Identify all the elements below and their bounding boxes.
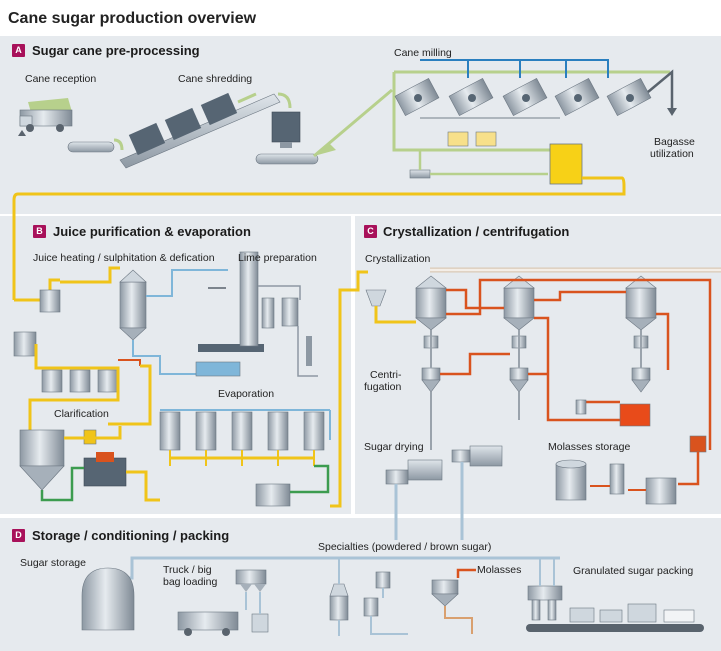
section-b-title: Juice purification & evaporation xyxy=(53,224,251,239)
label-clarification: Clarification xyxy=(54,408,109,420)
label-bagasse: Bagasse xyxy=(654,136,695,148)
seed-hopper xyxy=(365,289,416,324)
section-d-badge: D xyxy=(12,529,25,542)
section-b-badge: B xyxy=(33,225,46,238)
green-feed-line xyxy=(313,88,393,158)
shredder-icon xyxy=(271,111,301,148)
sulphitation-tower xyxy=(119,269,147,341)
raw-juice-tank xyxy=(549,143,583,185)
defication-tanks xyxy=(13,331,119,393)
label-truck-1: Truck / big xyxy=(163,564,212,576)
label-granulated-packing: Granulated sugar packing xyxy=(573,565,694,577)
label-cane-shredding: Cane shredding xyxy=(178,73,253,85)
juice-line-b2 xyxy=(60,266,120,284)
truck-loading xyxy=(177,569,269,636)
molasses-tank-red xyxy=(619,403,651,427)
molasses-storage-tanks xyxy=(555,459,677,505)
label-sugar-drying: Sugar drying xyxy=(364,441,424,453)
raw-juice-line xyxy=(12,176,626,300)
evaporator-train xyxy=(159,409,331,466)
molasses-recycle-2 xyxy=(446,278,712,450)
label-cane-reception: Cane reception xyxy=(25,73,97,85)
page-title: Cane sugar production overview xyxy=(8,10,257,27)
label-specialties: Specialties (powdered / brown sugar) xyxy=(318,541,492,553)
label-juice-heating: Juice heating / sulphitation & deficatio… xyxy=(33,252,215,264)
label-sugar-storage: Sugar storage xyxy=(20,557,86,569)
sugar-dryers xyxy=(385,445,503,485)
label-truck-2: bag loading xyxy=(163,576,218,588)
mill-feed-conveyor xyxy=(255,153,319,165)
label-molasses-storage: Molasses storage xyxy=(548,441,631,453)
panel-a xyxy=(0,36,721,214)
molasses-recycle-1 xyxy=(446,288,626,310)
packing-line xyxy=(526,558,704,632)
shredding-conveyor xyxy=(119,92,292,169)
sugar-silo xyxy=(81,567,135,631)
label-centrifugation-2: fugation xyxy=(364,381,402,393)
section-c-title: Crystallization / centrifugation xyxy=(383,224,570,239)
label-bagasse-utilization: utilization xyxy=(650,148,694,160)
syrup-tank xyxy=(255,483,291,507)
label-centrifugation-1: Centri- xyxy=(370,369,402,381)
specialty-mills xyxy=(329,558,408,636)
label-molasses: Molasses xyxy=(477,564,522,576)
arrow-to-shredder xyxy=(113,138,124,151)
vacuum-pans xyxy=(415,267,721,331)
cane-mill-tandem xyxy=(392,59,677,179)
brown-sugar-mixer xyxy=(431,568,476,634)
section-d-title: Storage / conditioning / packing xyxy=(32,528,230,543)
lime-tank xyxy=(195,361,241,377)
water-line-b xyxy=(146,269,228,297)
mud-line xyxy=(40,466,84,502)
sugar-to-storage xyxy=(394,462,464,540)
section-a-badge: A xyxy=(12,44,25,57)
syrup-to-crystallization xyxy=(330,270,368,508)
reception-conveyor xyxy=(67,141,115,153)
label-lime-preparation: Lime preparation xyxy=(238,252,317,264)
section-c-badge: C xyxy=(364,225,377,238)
molasses-cooler xyxy=(689,435,707,453)
truck-icon xyxy=(18,98,73,136)
juice-line-b3 xyxy=(28,344,120,430)
label-crystallization: Crystallization xyxy=(365,253,431,265)
lime-slaker xyxy=(198,251,318,377)
juice-heater xyxy=(39,289,61,313)
label-evaporation: Evaporation xyxy=(218,388,275,400)
label-cane-milling: Cane milling xyxy=(394,47,452,59)
section-a-title: Sugar cane pre-processing xyxy=(32,43,200,58)
clarifier xyxy=(19,429,97,491)
